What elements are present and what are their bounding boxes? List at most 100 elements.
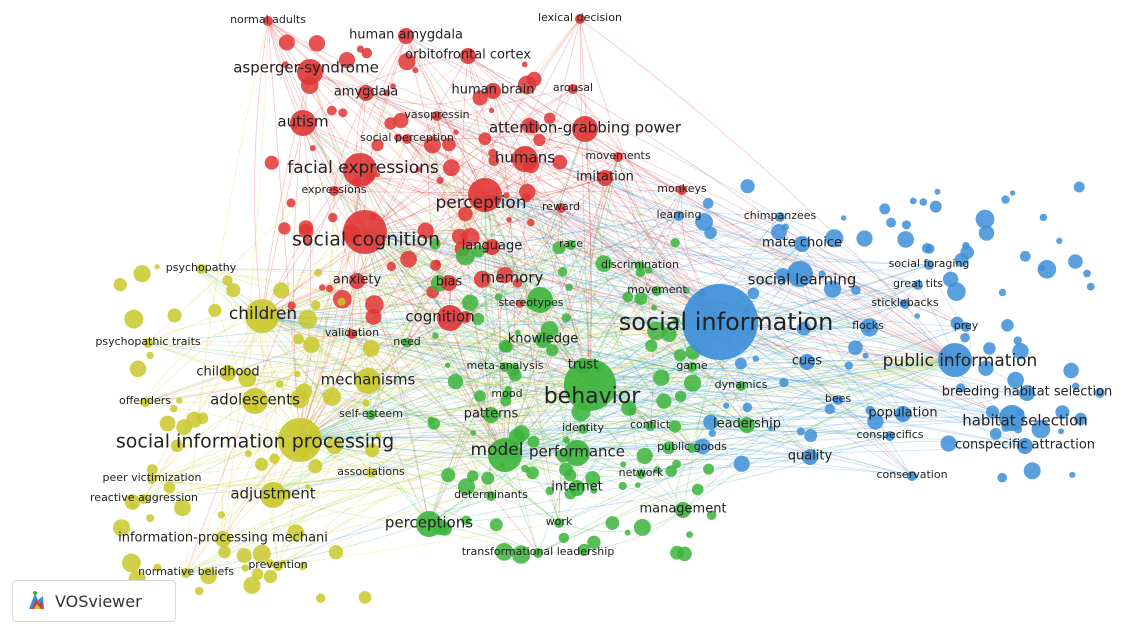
node-bubble-lexical-decision[interactable] (575, 14, 585, 24)
node-bubble-discrimination[interactable] (635, 261, 645, 271)
node-label-prevention[interactable]: prevention (248, 558, 307, 571)
node-label-quality[interactable]: quality (788, 449, 833, 464)
node-bubble-attention-grabbing-power[interactable] (572, 116, 598, 142)
node-label-autism[interactable]: autism (277, 113, 328, 131)
node-label-self-esteem[interactable]: self-esteem (339, 407, 403, 420)
node-label-perception[interactable]: perception (435, 193, 526, 213)
node-label-public-information[interactable]: public information (883, 351, 1038, 371)
node-label-normal-adults[interactable]: normal adults (230, 13, 306, 26)
node-label-adolescents[interactable]: adolescents (210, 391, 300, 409)
node-bubble-associations[interactable] (366, 468, 376, 478)
node-bubble-imitation[interactable] (597, 170, 613, 186)
node-label-leadership[interactable]: leadership (713, 417, 781, 432)
node-label-humans[interactable]: humans (495, 149, 555, 167)
node-bubble-meta-analysis[interactable] (500, 362, 510, 372)
node-label-internet[interactable]: internet (551, 480, 602, 495)
node-bubble-social-information[interactable] (682, 284, 758, 360)
node-label-attention-grabbing-power[interactable]: attention-grabbing power (489, 119, 682, 137)
node-bubble-facial-expressions[interactable] (343, 153, 377, 187)
node-label-model[interactable]: model (471, 440, 524, 460)
node-bubble-social-foraging[interactable] (924, 260, 934, 270)
node-bubble-prevention[interactable] (273, 561, 283, 571)
node-label-social-information-processing[interactable]: social information processing (116, 431, 394, 453)
node-bubble-language[interactable] (484, 239, 500, 255)
node-bubble-great-tits[interactable] (913, 280, 923, 290)
node-bubble-dynamics[interactable] (736, 381, 746, 391)
node-label-validation[interactable]: validation (325, 326, 379, 339)
node-bubble-conflict[interactable] (645, 421, 655, 431)
node-label-work[interactable]: work (546, 515, 573, 528)
node-bubble-reactive-aggression[interactable] (139, 494, 149, 504)
node-label-stereotypes[interactable]: stereotypes (499, 296, 564, 309)
node-bubble-autism[interactable] (290, 110, 316, 136)
node-label-social-information[interactable]: social information (619, 308, 834, 336)
node-bubble-validation[interactable] (347, 329, 357, 339)
node-label-mood[interactable]: mood (491, 387, 522, 400)
node-bubble-race[interactable] (566, 240, 576, 250)
node-bubble-peer-victimization[interactable] (147, 474, 157, 484)
node-label-facial-expressions[interactable]: facial expressions (287, 158, 439, 178)
node-label-determinants[interactable]: determinants (454, 488, 528, 501)
node-bubble-psychopathy[interactable] (196, 264, 206, 274)
node-label-bias[interactable]: bias (436, 275, 463, 290)
node-bubble-leadership[interactable] (739, 417, 755, 433)
node-label-memory[interactable]: memory (481, 269, 544, 287)
node-bubble-psychopathic-traits[interactable] (143, 338, 153, 348)
node-label-reward[interactable]: reward (542, 200, 580, 213)
node-bubble-social-cognition[interactable] (343, 210, 387, 254)
node-label-associations[interactable]: associations (337, 465, 405, 478)
node-bubble-monkeys[interactable] (677, 185, 687, 195)
node-label-transformational-leadership[interactable]: transformational leadership (462, 545, 615, 558)
node-label-need[interactable]: need (393, 335, 421, 348)
node-bubble-childhood[interactable] (220, 365, 236, 381)
node-bubble-behavior[interactable] (564, 359, 616, 411)
node-bubble-network[interactable] (636, 469, 646, 479)
node-bubble-asperger-syndrome[interactable] (297, 59, 323, 85)
node-bubble-mate-choice[interactable] (794, 236, 810, 252)
node-bubble-sticklebacks[interactable] (900, 299, 910, 309)
node-label-population[interactable]: population (868, 406, 937, 421)
node-bubble-movements[interactable] (613, 152, 623, 162)
node-bubble-adjustment[interactable] (260, 482, 286, 508)
node-label-conservation[interactable]: conservation (876, 468, 947, 481)
node-bubble-children[interactable] (245, 299, 279, 333)
node-label-chimpanzees[interactable]: chimpanzees (744, 209, 817, 222)
node-bubble-normative-beliefs[interactable] (181, 568, 191, 578)
node-label-prey[interactable]: prey (954, 319, 979, 332)
node-bubble-normal-adults[interactable] (263, 16, 273, 26)
node-bubble-flocks[interactable] (863, 322, 873, 332)
node-label-bees[interactable]: bees (825, 392, 852, 405)
node-bubble-internet[interactable] (569, 480, 585, 496)
node-bubble-work[interactable] (554, 518, 564, 528)
node-label-adjustment[interactable]: adjustment (230, 485, 315, 503)
node-label-conspecifics[interactable]: conspecifics (856, 428, 923, 441)
node-label-knowledge[interactable]: knowledge (508, 332, 578, 347)
node-bubble-cognition[interactable] (437, 305, 463, 331)
node-label-meta-analysis[interactable]: meta-analysis (466, 359, 543, 372)
node-label-imitation[interactable]: imitation (576, 170, 634, 185)
node-bubble-humans[interactable] (512, 146, 538, 172)
node-bubble-conspecifics[interactable] (885, 431, 895, 441)
node-bubble-bees[interactable] (833, 395, 843, 405)
node-bubble-conservation[interactable] (907, 471, 917, 481)
node-label-cues[interactable]: cues (792, 354, 822, 369)
node-label-conflict[interactable]: conflict (630, 418, 671, 431)
node-label-asperger-syndrome[interactable]: asperger-syndrome (233, 59, 379, 77)
node-bubble-reward[interactable] (556, 203, 566, 213)
node-label-identity[interactable]: identity (562, 421, 604, 434)
node-label-sticklebacks[interactable]: sticklebacks (871, 296, 938, 309)
node-label-social-perception[interactable]: social perception (360, 131, 454, 144)
node-label-social-foraging[interactable]: social foraging (889, 257, 970, 270)
node-label-network[interactable]: network (619, 466, 664, 479)
node-label-human-amygdala[interactable]: human amygdala (349, 28, 463, 43)
node-bubble-perception[interactable] (468, 178, 502, 212)
node-bubble-human-brain[interactable] (485, 83, 501, 99)
node-label-psychopathic-traits[interactable]: psychopathic traits (95, 335, 201, 348)
node-label-management[interactable]: management (639, 502, 726, 517)
node-bubble-social-learning[interactable] (787, 261, 813, 287)
node-bubble-amygdala[interactable] (358, 85, 374, 101)
node-label-orbitofrontal-cortex[interactable]: orbitofrontal cortex (405, 48, 531, 63)
node-label-behavior[interactable]: behavior (544, 384, 642, 409)
node-bubble-orbitofrontal-cortex[interactable] (460, 48, 476, 64)
node-label-race[interactable]: race (559, 237, 583, 250)
